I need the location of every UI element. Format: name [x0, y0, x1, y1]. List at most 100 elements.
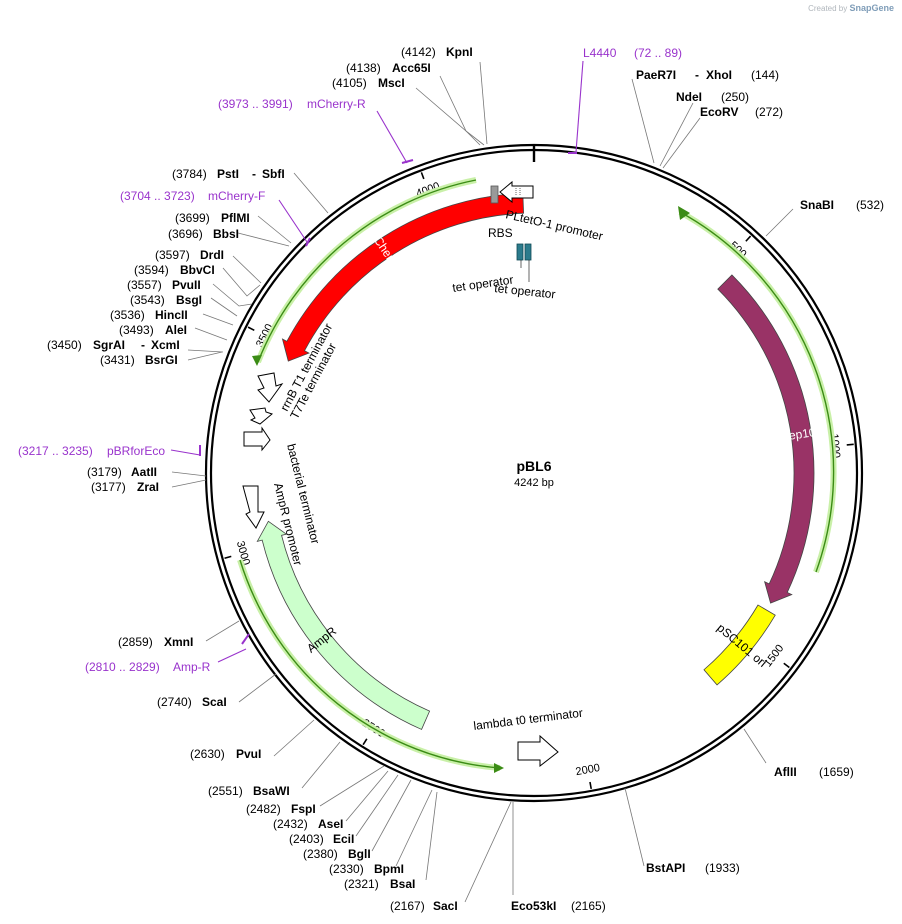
feature-ampr	[256, 520, 431, 730]
bacterial-terminator-arrow	[243, 426, 271, 452]
site-bsai-pos: (2321)	[344, 877, 379, 891]
site-asei-pos: (2432)	[273, 817, 308, 831]
rbs-label: RBS	[488, 226, 513, 240]
leader-zrai	[171, 479, 207, 488]
leader-ecii	[355, 774, 399, 837]
primer-amp-r-mark	[241, 633, 250, 645]
site-psti-pos: (3784)	[172, 167, 207, 181]
primer-mcherry-r-mark	[401, 159, 414, 164]
site-drdi-pos: (3597)	[155, 248, 190, 262]
coverage-arrow-ampr	[494, 763, 504, 773]
site-pvuii-pos: (3557)	[127, 278, 162, 292]
site-xmni-pos: (2859)	[118, 635, 153, 649]
site-bbvci-name: BbvCI	[180, 263, 215, 277]
site-pflmi-pos: (3699)	[175, 211, 210, 225]
site-bsawi-pos: (2551)	[208, 784, 243, 798]
coverage-arc-rep101-line	[679, 211, 835, 573]
site-alei-pos: (3493)	[119, 323, 154, 337]
primer-l4440-leader	[575, 60, 584, 153]
leader-asei	[345, 770, 389, 822]
lambda-t0-terminator-arrow	[517, 734, 559, 768]
leader-bstapi	[624, 787, 645, 867]
ruler-tick	[846, 443, 854, 446]
ruler-tick	[589, 781, 593, 790]
site-ndei-name: NdeI	[676, 90, 702, 104]
site-xhoi-name: XhoI	[706, 68, 732, 82]
site-bbvci-pos: (3594)	[134, 263, 169, 277]
site-saci-pos: (2167)	[390, 899, 425, 913]
tet-operator-label-2: tet operator	[494, 281, 557, 301]
coverage-arcs	[237, 177, 837, 773]
pltet-promoter-label: PLtetO-1 promoter	[504, 207, 604, 243]
site-zrai-name: ZraI	[137, 480, 159, 494]
leader-acc65i	[439, 75, 485, 146]
site-eco53ki-name: Eco53kI	[511, 899, 556, 913]
primer-pbrforeco-range: (3217 .. 3235)	[18, 444, 93, 458]
site-saci-name: SacI	[433, 899, 458, 913]
site-bbsi-name: BbsI	[213, 227, 239, 241]
site-bsrgi-name: BsrGI	[145, 353, 178, 367]
leader-bsrgi	[187, 351, 223, 361]
site-snabi-pos: (532)	[856, 198, 884, 212]
site-ecorv-pos: (272)	[755, 105, 783, 119]
site-sbfi-separator: -	[252, 167, 256, 181]
primers: L4440 (72 .. 89) (3973 .. 3991) mCherry-…	[18, 46, 682, 674]
site-bpmi-pos: (2330)	[329, 862, 364, 876]
site-xmni-name: XmnI	[164, 635, 193, 649]
site-hincii-pos: (3536)	[110, 308, 145, 322]
primer-mcherry-f-range: (3704 .. 3723)	[120, 189, 195, 203]
snapgene-logo: SnapGene	[849, 3, 894, 13]
site-kpni-name: KpnI	[446, 45, 473, 59]
watermark-prefix: Created by	[808, 4, 848, 13]
plasmid-name: pBL6	[517, 458, 552, 474]
coverage-arc-mcherry-line	[257, 179, 477, 363]
primer-mcherry-r-leader	[376, 110, 408, 164]
leader-hincii	[202, 313, 234, 326]
site-psti-name: PstI	[217, 167, 239, 181]
site-aatii-pos: (3179)	[87, 465, 122, 479]
primer-mcherry-f-mark	[305, 237, 311, 247]
primer-l4440-range: (72 .. 89)	[634, 46, 682, 60]
site-fspi-name: FspI	[291, 802, 316, 816]
site-xcmi-separator: -	[141, 338, 145, 352]
leader-aflii	[743, 728, 767, 764]
site-bstapi-name: BstAPI	[646, 861, 685, 875]
site-aflii-name: AflII	[774, 765, 797, 779]
site-kpni-pos: (4142)	[401, 45, 436, 59]
leader-sgrai	[187, 349, 224, 353]
leader-saci	[464, 801, 512, 903]
primer-l4440-name: L4440	[583, 46, 617, 60]
site-acc65i-name: Acc65I	[392, 61, 431, 75]
leader-scai	[238, 673, 277, 703]
t7te-terminator-arrow	[249, 407, 274, 425]
leader-pvui	[273, 719, 315, 757]
site-xcmi-name: XcmI	[151, 338, 180, 352]
ruler-tick	[745, 235, 752, 242]
leader-msci	[415, 87, 481, 146]
leader-bbsi	[237, 232, 290, 247]
leader-bpmi	[395, 789, 433, 867]
site-leaders	[171, 61, 794, 903]
ampr-promoter-arrow	[242, 485, 265, 529]
ruler-tick	[362, 738, 368, 746]
site-ecorv-name: EcoRV	[700, 105, 738, 119]
leader-bsawi	[301, 741, 341, 789]
primer-mcherry-r-range: (3973 .. 3991)	[218, 97, 293, 111]
leader-snabi	[765, 208, 794, 237]
site-ecii-name: EciI	[333, 832, 354, 846]
site-bsawi-name: BsaWI	[253, 784, 290, 798]
leader-alei	[194, 327, 228, 341]
site-ndei-pos: (250)	[721, 90, 749, 104]
site-snabi-name: SnaBI	[800, 198, 834, 212]
site-zrai-pos: (3177)	[91, 480, 126, 494]
site-bgli-pos: (2380)	[303, 847, 338, 861]
leader-pflmi	[257, 215, 292, 244]
primer-pbrforeco-name: pBRforEco	[107, 444, 165, 458]
coverage-arc-ampr	[237, 559, 501, 771]
site-aflii-pos: (1659)	[819, 765, 854, 779]
leader-bsai	[425, 791, 438, 881]
leader-ecorv	[662, 117, 701, 169]
feature-mcherry	[281, 192, 525, 362]
site-bsai-name: BsaI	[390, 877, 415, 891]
